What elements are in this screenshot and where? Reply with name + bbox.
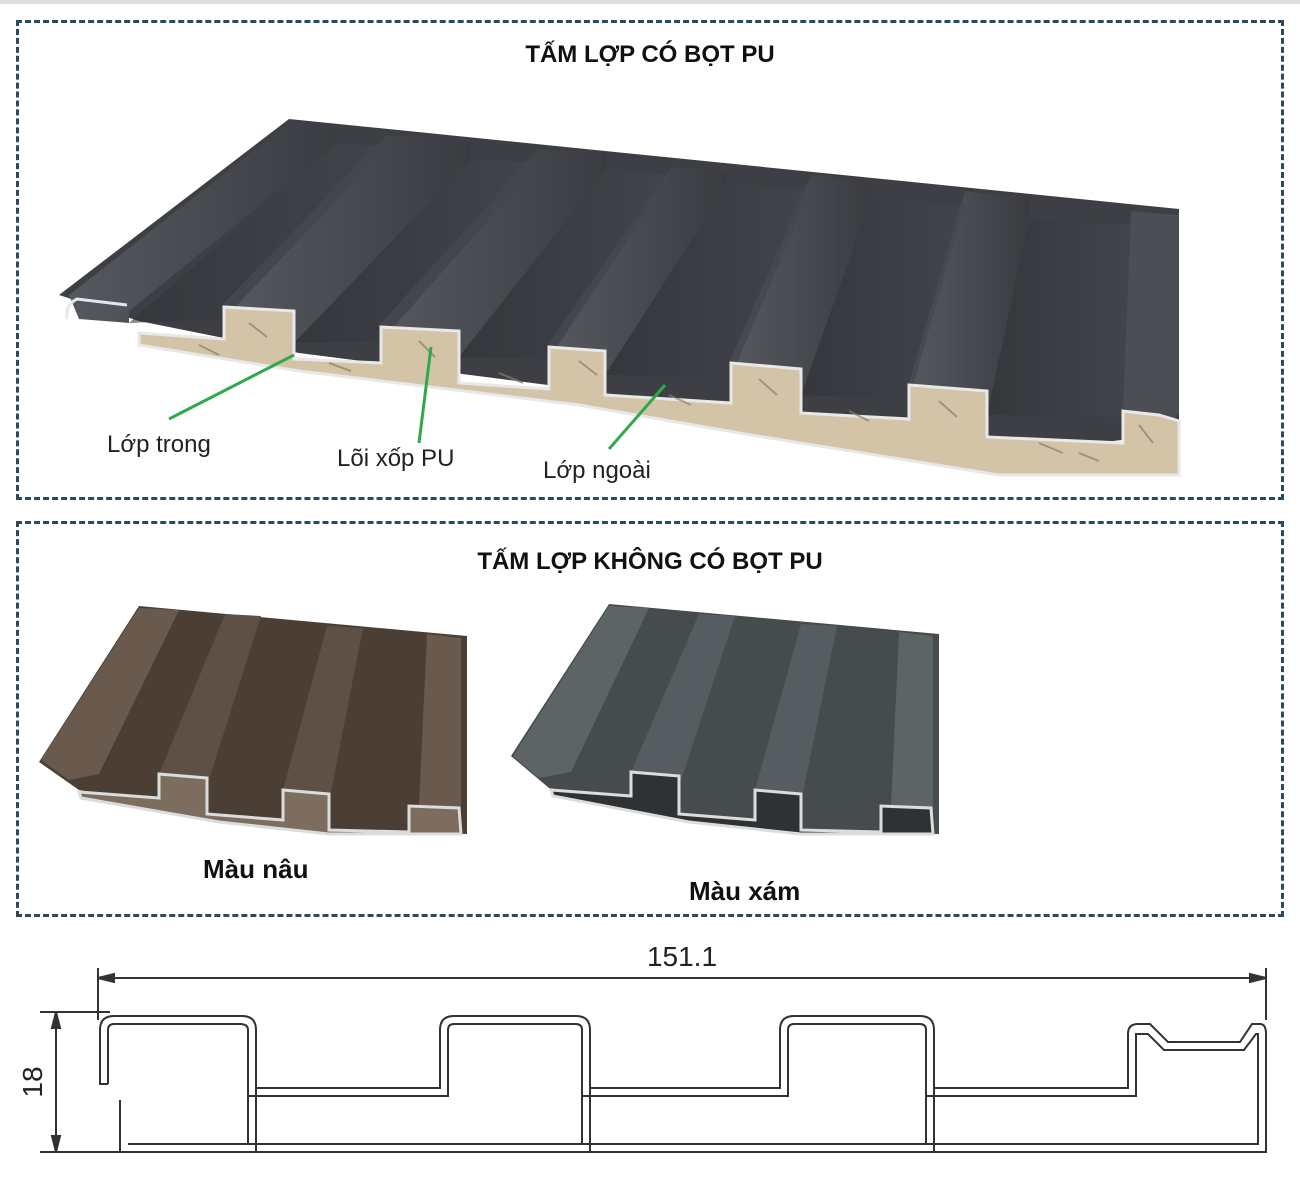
valley-4 <box>605 185 811 377</box>
pu-foam-cross-section <box>137 305 1181 477</box>
left-hook-edge <box>65 297 128 320</box>
width-arrow-right <box>1249 972 1267 984</box>
panel-without-pu: TẤM LỢP KHÔNG CÓ BỌT PU Màu nâu Màu xám <box>16 521 1284 917</box>
rib-1 <box>69 123 337 323</box>
valley-5 <box>801 199 965 399</box>
height-dimension-text: 18 <box>17 1066 48 1097</box>
profile-outer <box>99 1015 1267 1153</box>
rib-5 <box>731 175 871 395</box>
rib-2 <box>224 135 471 343</box>
label-brown: Màu nâu <box>203 854 309 884</box>
brown-cross-section <box>76 772 463 836</box>
height-arrow-bottom <box>50 1135 62 1153</box>
panel-title-with-pu: TẤM LỢP CÓ BỌT PU <box>525 41 775 68</box>
foam-texture <box>198 322 1154 462</box>
callout-outer-layer: Lớp ngoài <box>543 457 651 484</box>
brown-rib-2 <box>159 614 261 786</box>
valley-2 <box>294 159 539 343</box>
valley-3 <box>459 169 671 359</box>
valley-1 <box>129 143 387 323</box>
label-grey: Màu xám <box>689 876 801 906</box>
callout-inner-layer: Lớp trong <box>107 431 211 458</box>
width-dimension-text: 151.1 <box>647 941 717 972</box>
height-arrow-top <box>50 1011 62 1029</box>
pu-sheet-photo <box>59 119 1181 477</box>
callout-pu-core: Lõi xốp PU <box>337 445 455 472</box>
brown-rib-1 <box>41 608 179 780</box>
valley-6 <box>987 219 1131 417</box>
top-rule <box>0 0 1300 4</box>
brown-rib-3 <box>283 626 363 802</box>
rib-7 <box>1123 211 1179 435</box>
profile-inner <box>107 1023 1259 1145</box>
panel-title-without-pu: TẤM LỢP KHÔNG CÓ BỌT PU <box>477 548 823 575</box>
grey-rib-2 <box>631 614 735 786</box>
callout-line-inner <box>168 353 295 421</box>
rib-4 <box>549 167 727 375</box>
grey-rib-1 <box>513 606 649 778</box>
panel-with-pu: TẤM LỢP CÓ BỌT PU <box>16 20 1284 500</box>
grey-rib-3 <box>755 624 837 802</box>
grey-cross-section <box>548 770 935 836</box>
callout-line-outer <box>607 384 667 450</box>
brown-sheet-photo <box>39 606 467 836</box>
rib-3 <box>381 149 607 357</box>
grey-sheet-photo <box>511 604 939 836</box>
grey-rib-4 <box>891 632 933 814</box>
cross-section-drawing: 151.1 18 <box>17 941 1267 1153</box>
brown-rib-4 <box>419 634 461 814</box>
width-arrow-left <box>97 972 115 984</box>
callout-line-core <box>417 346 433 444</box>
